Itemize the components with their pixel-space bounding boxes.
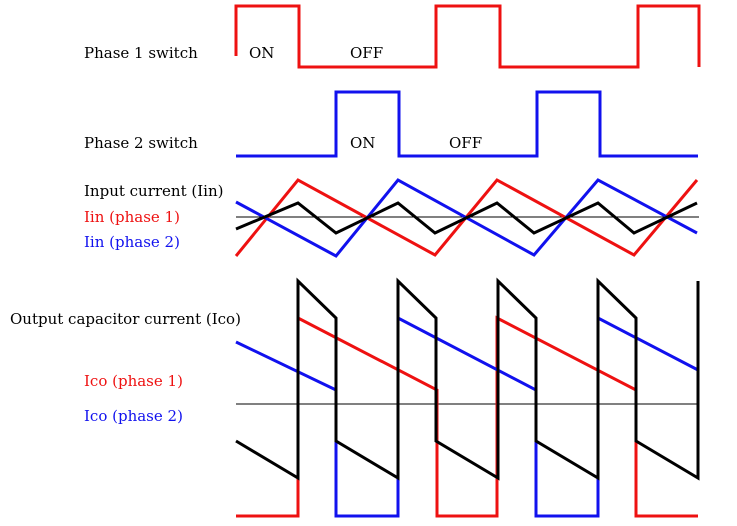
iin-total-trace <box>235 201 698 235</box>
phase1-off-label: OFF <box>350 44 383 62</box>
ico-phase1-trace <box>236 315 698 518</box>
phase1-on-label: ON <box>249 44 274 62</box>
phase2-off-label: OFF <box>449 134 482 152</box>
iin-phase1-label: Iin (phase 1) <box>84 208 180 226</box>
phase1-switch-label: Phase 1 switch <box>84 44 198 62</box>
ico-phase2-trace <box>235 315 699 518</box>
ico-total-trace <box>235 277 700 481</box>
phase2-switch-trace <box>236 90 698 158</box>
phase1-switch-trace <box>234 4 701 69</box>
ico-phase1-label: Ico (phase 1) <box>84 372 183 390</box>
phase2-on-label: ON <box>350 134 375 152</box>
phase2-switch-label: Phase 2 switch <box>84 134 198 152</box>
ico-phase2-label: Ico (phase 2) <box>84 407 183 425</box>
ico-label: Output capacitor current (Ico) <box>10 310 241 328</box>
input-current-label: Input current (Iin) <box>84 182 223 200</box>
iin-phase2-label: Iin (phase 2) <box>84 233 180 251</box>
